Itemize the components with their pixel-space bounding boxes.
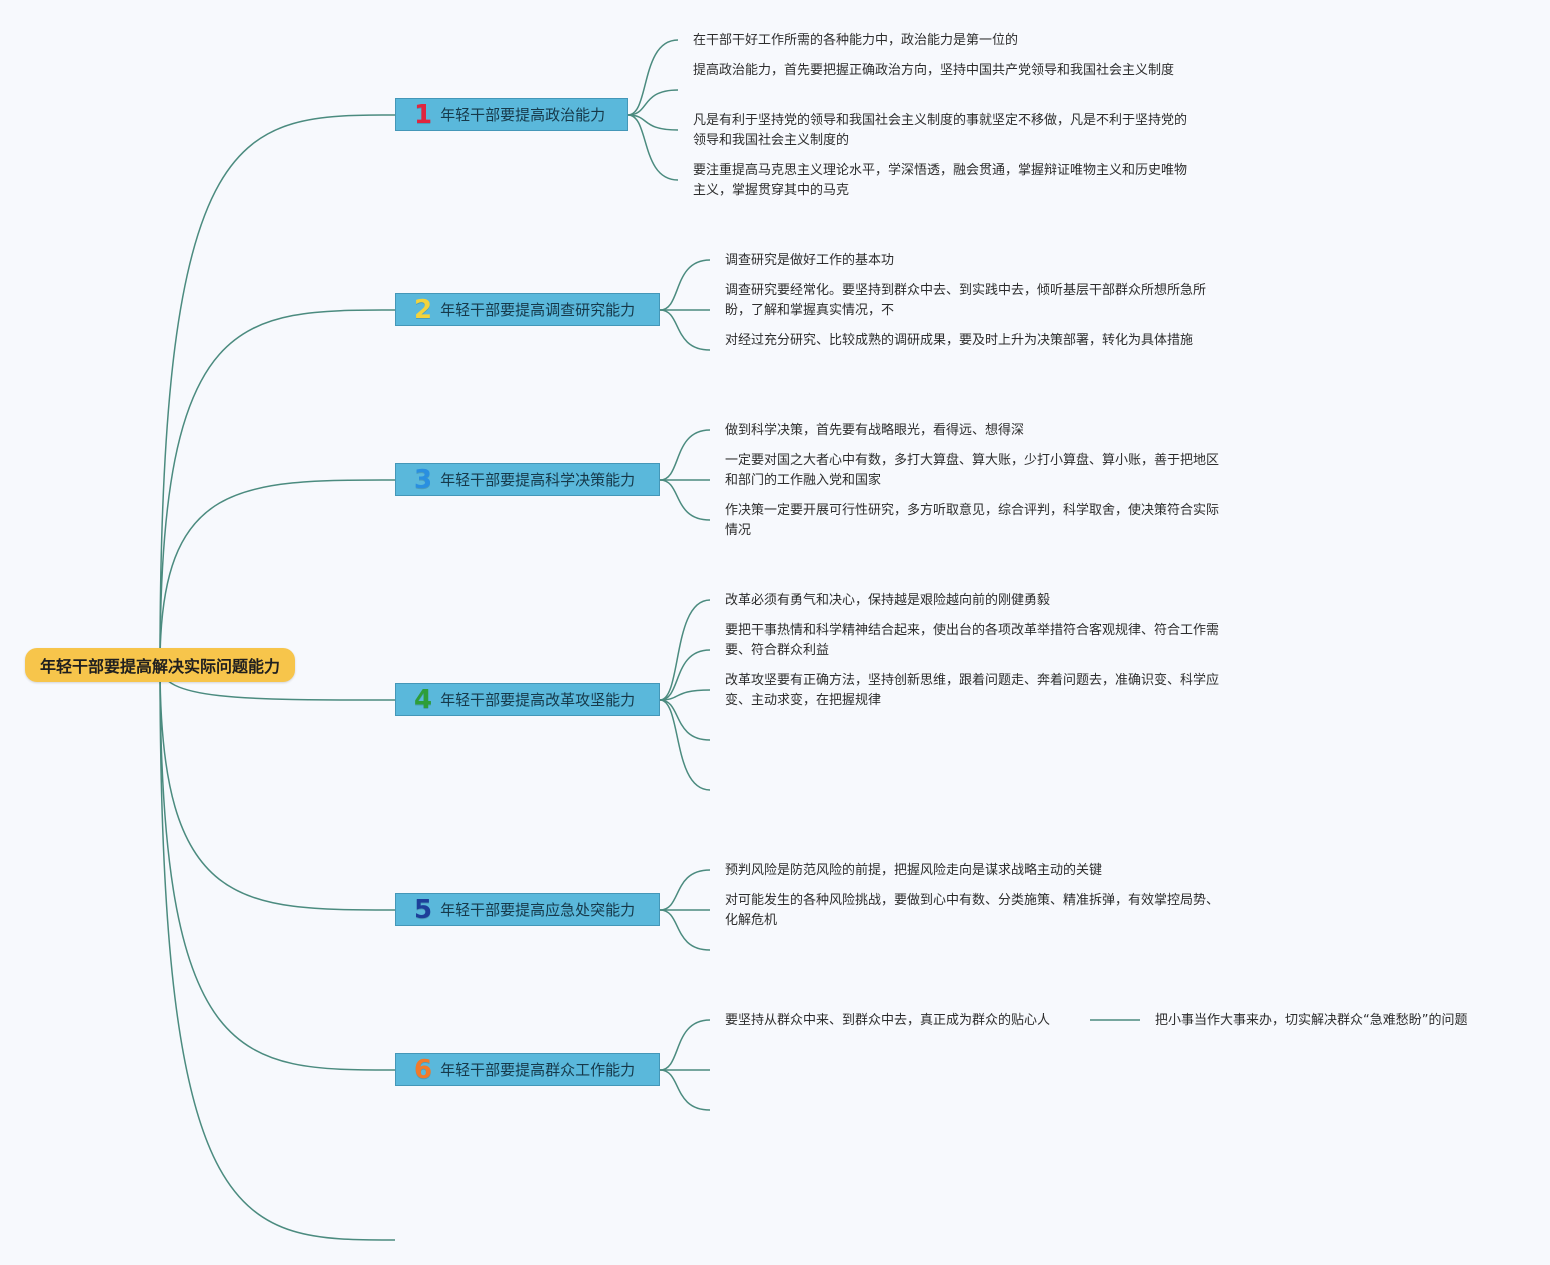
- branch-emergency-ability[interactable]: 5 年轻干部要提高应急处突能力: [395, 893, 660, 926]
- leaf-item[interactable]: 改革攻坚要有正确方法，坚持创新思维，跟着问题走、奔着问题去，准确识变、科学应变、…: [725, 673, 1220, 708]
- leaf-edge: [659, 909, 711, 951]
- number-4-icon: 4: [414, 684, 433, 715]
- leaf-edge: [659, 1069, 711, 1111]
- number-2-icon: 2: [414, 294, 433, 325]
- leaf-edge: [659, 699, 711, 741]
- branch-mass-work-ability[interactable]: 6 年轻干部要提高群众工作能力: [395, 1053, 660, 1086]
- leaf-item[interactable]: 要把干事热情和科学精神结合起来，使出台的各项改革举措符合客观规律、符合工作需要、…: [725, 623, 1220, 658]
- leaf-item[interactable]: 对可能发生的各种风险挑战，要做到心中有数、分类施策、精准拆弹，有效掌控局势、化解…: [725, 893, 1220, 928]
- leaf-item[interactable]: 要坚持从群众中来、到群众中去，真正成为群众的贴心人: [725, 1013, 1051, 1028]
- number-6-icon: 6: [414, 1054, 433, 1085]
- leaf-item[interactable]: 要注重提高马克思主义理论水平，学深悟透，融会贯通，掌握辩证唯物主义和历史唯物主义…: [693, 163, 1188, 198]
- leaf-item[interactable]: 提高政治能力，首先要把握正确政治方向，坚持中国共产党领导和我国社会主义制度: [693, 63, 1175, 78]
- leaf-edge: [659, 259, 711, 311]
- leaf-item[interactable]: 调查研究要经常化。要坚持到群众中去、到实践中去，倾听基层干部群众所想所急所盼，了…: [725, 283, 1207, 318]
- leaf-item[interactable]: 作决策一定要开展可行性研究，多方听取意见，综合评判，科学取舍，使决策符合实际情况: [725, 503, 1220, 538]
- leaf-edge: [627, 39, 679, 116]
- number-1-icon: 1: [414, 99, 433, 130]
- leaf-edge: [659, 1019, 711, 1071]
- leaf-edge: [659, 869, 711, 911]
- root-edge: [159, 309, 396, 666]
- number-5-icon: 5: [414, 894, 433, 925]
- leaf-edge: [659, 599, 711, 701]
- leaf-edge: [659, 699, 711, 791]
- leaf-edge: [659, 309, 711, 351]
- leaf-edge: [659, 689, 711, 701]
- branch-label: 年轻干部要提高群众工作能力: [440, 1061, 636, 1079]
- branch-label: 年轻干部要提高科学决策能力: [440, 471, 636, 489]
- leaf-item[interactable]: 对经过充分研究、比较成熟的调研成果，要及时上升为决策部署，转化为具体措施: [725, 333, 1194, 348]
- leaf-item[interactable]: 改革必须有勇气和决心，保持越是艰险越向前的刚健勇毅: [725, 593, 1051, 608]
- branch-political-ability[interactable]: 1 年轻干部要提高政治能力: [395, 98, 628, 131]
- leaf-item[interactable]: 一定要对国之大者心中有数，多打大算盘、算大账，少打小算盘、算小账，善于把地区和部…: [725, 453, 1220, 488]
- branch-label: 年轻干部要提高政治能力: [440, 106, 606, 124]
- leaf-item[interactable]: 调查研究是做好工作的基本功: [725, 253, 895, 268]
- leaf-edge: [627, 114, 679, 181]
- leaf-edge: [627, 89, 679, 116]
- root-edge: [159, 114, 396, 666]
- leaf-item[interactable]: 在干部干好工作所需的各种能力中，政治能力是第一位的: [693, 33, 1019, 48]
- number-3-icon: 3: [414, 464, 433, 495]
- branch-label: 年轻干部要提高调查研究能力: [440, 301, 636, 319]
- branch-label: 年轻干部要提高改革攻坚能力: [440, 691, 636, 709]
- branch-decision-ability[interactable]: 3 年轻干部要提高科学决策能力: [395, 463, 660, 496]
- leaf-edge: [659, 429, 711, 481]
- root-edge: [159, 479, 396, 666]
- leaf-item[interactable]: 预判风险是防范风险的前提，把握风险走向是谋求战略主动的关键: [725, 863, 1103, 878]
- branch-research-ability[interactable]: 2 年轻干部要提高调查研究能力: [395, 293, 660, 326]
- sub-leaf-item[interactable]: 把小事当作大事来办，切实解决群众“急难愁盼”的问题: [1155, 1013, 1468, 1028]
- branch-reform-ability[interactable]: 4 年轻干部要提高改革攻坚能力: [395, 683, 660, 716]
- root-edge: [159, 664, 396, 1241]
- leaf-item[interactable]: 凡是有利于坚持党的领导和我国社会主义制度的事就坚定不移做，凡是不利于坚持党的领导…: [693, 113, 1188, 148]
- leaf-edge: [659, 649, 711, 701]
- root-edge: [159, 664, 396, 1071]
- root-topic[interactable]: 年轻干部要提高解决实际问题能力: [25, 648, 295, 682]
- root-edge: [159, 664, 396, 911]
- leaf-item[interactable]: 做到科学决策，首先要有战略眼光，看得远、想得深: [725, 423, 1025, 438]
- branch-label: 年轻干部要提高应急处突能力: [440, 901, 636, 919]
- leaf-edge: [627, 114, 679, 131]
- leaf-edge: [659, 479, 711, 521]
